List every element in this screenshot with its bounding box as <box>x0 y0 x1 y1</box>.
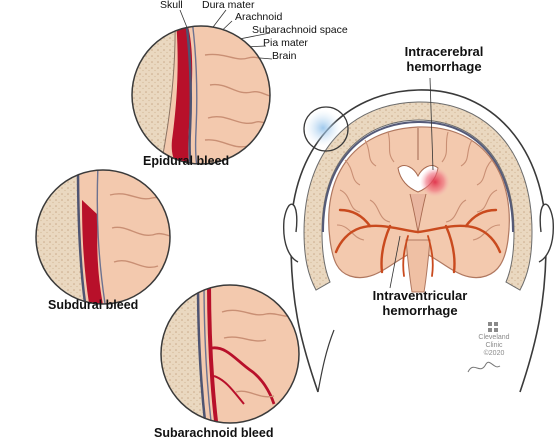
label-skull: Skull <box>160 0 183 11</box>
skull-highlight-glow <box>305 110 341 146</box>
callout-intracerebral-hemorrhage: Intracerebral hemorrhage <box>398 44 490 74</box>
brain-coronal <box>328 126 510 293</box>
epidural-detail <box>131 25 271 165</box>
skull-cross-section <box>303 101 533 291</box>
logo-name-line2: Clinic <box>485 342 503 349</box>
label-pia-mater: Pia mater <box>263 37 308 49</box>
cleveland-clinic-logo-icon <box>488 322 498 332</box>
label-subarachnoid-space: Subarachnoid space <box>252 24 348 36</box>
label-dura-mater: Dura mater <box>202 0 255 11</box>
callout-intraventricular-line1: Intraventricular <box>372 288 468 303</box>
artist-signature <box>467 361 501 373</box>
subdural-detail <box>35 169 171 305</box>
callout-intracerebral-line2: hemorrhage <box>406 59 482 74</box>
subarachnoid-detail <box>160 284 300 424</box>
label-arachnoid: Arachnoid <box>235 11 283 23</box>
intracerebral-bleed-spot <box>420 167 450 197</box>
logo-name-line1: Cleveland <box>478 334 510 341</box>
caption-subdural-bleed: Subdural bleed <box>48 298 139 312</box>
logo-copyright: ©2020 <box>483 350 505 357</box>
cerebral-vessels <box>334 208 502 277</box>
cleveland-clinic-logo: Cleveland Clinic ©2020 <box>474 334 514 358</box>
callout-intraventricular-hemorrhage: Intraventricular hemorrhage <box>356 288 484 318</box>
caption-subarachnoid-bleed: Subarachnoid bleed <box>154 426 274 440</box>
callout-intraventricular-line2: hemorrhage <box>382 303 458 318</box>
callout-intracerebral-line1: Intracerebral <box>404 44 484 59</box>
zoom-region-circle <box>303 106 349 152</box>
label-brain: Brain <box>272 50 297 62</box>
caption-epidural-bleed: Epidural bleed <box>143 154 230 168</box>
